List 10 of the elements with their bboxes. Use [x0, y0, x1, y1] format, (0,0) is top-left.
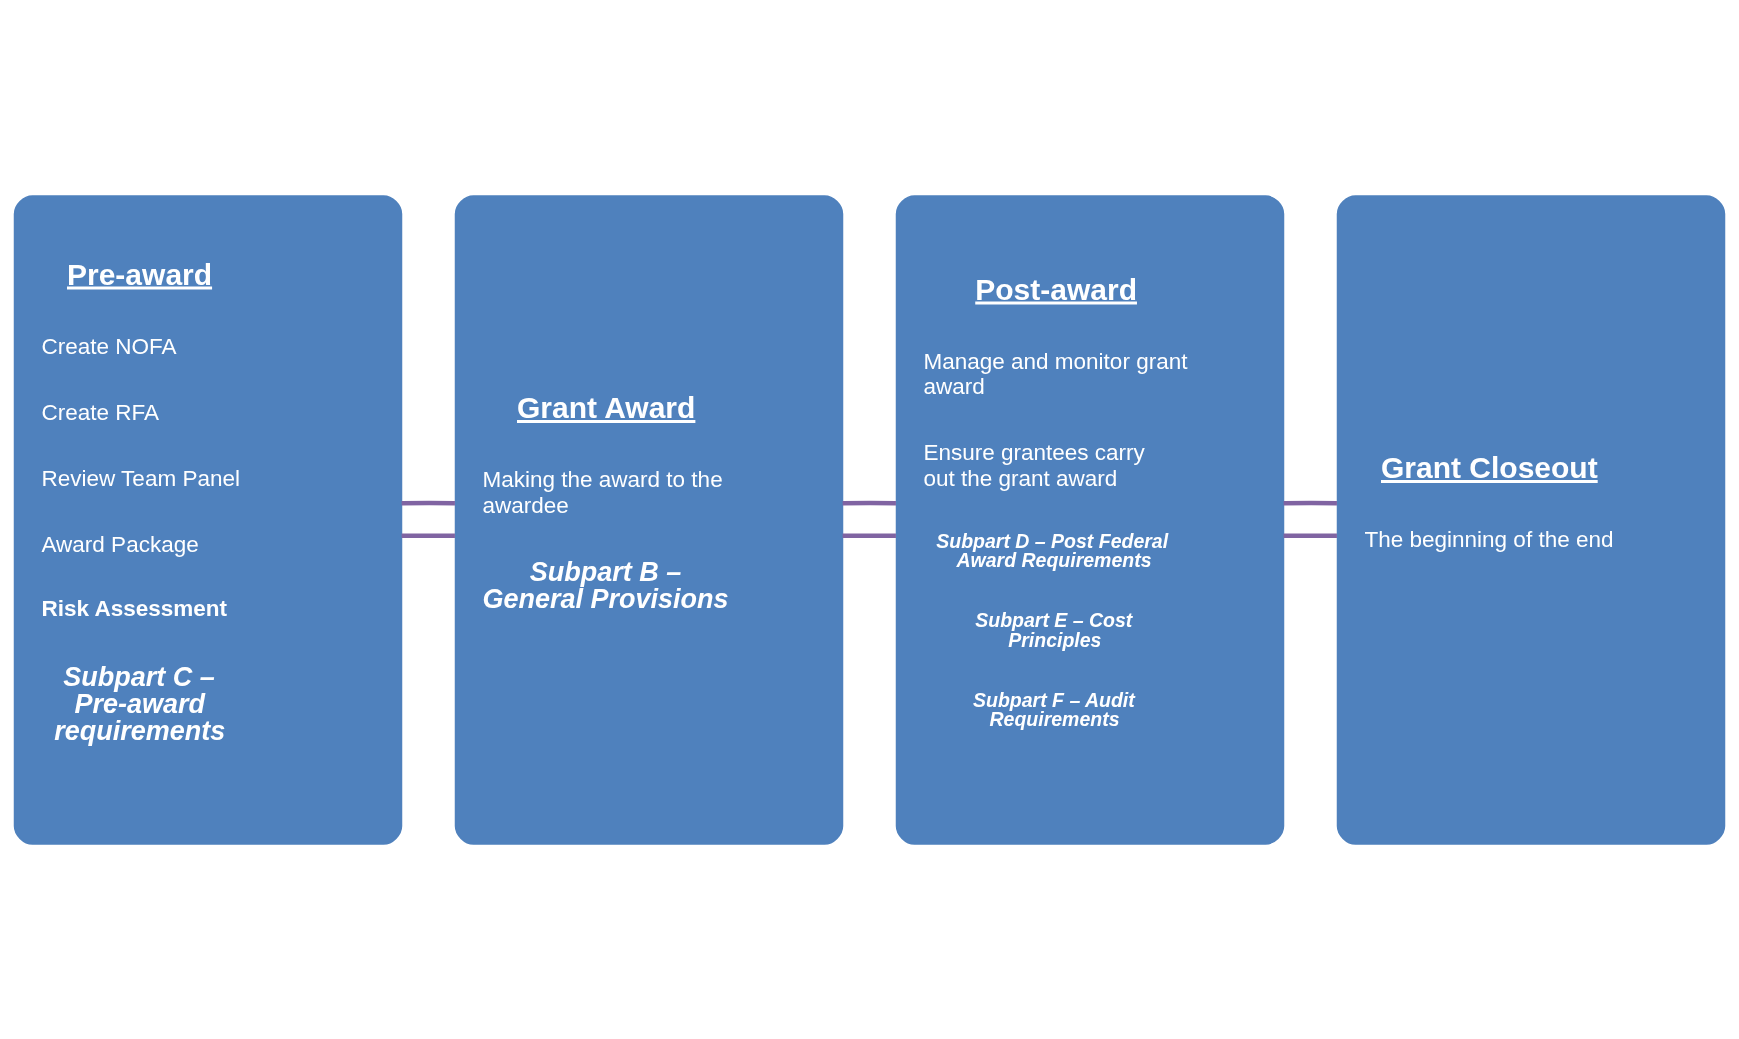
node-box: Grant Award Making the award to the awardee Subpart B – General Provisions	[454, 194, 844, 845]
connector	[842, 532, 896, 538]
connector	[401, 532, 455, 538]
connector	[401, 500, 455, 505]
connector	[1283, 500, 1337, 505]
node-box: Grant Closeout The beginning of the end	[1336, 194, 1726, 845]
node-box: Pre-award Create NOFA Create RFA Review Team Panel Award Package Risk Assessment Subpart C – Pre-award requirements	[13, 194, 403, 845]
connector	[842, 500, 896, 505]
node-box: Post-award Manage and monitor grant award Ensure grantees carry out the grant award Subpart D – Post Federal Award Requirements Subpart E – Cost Principles Subpart F – Audit Requirements	[895, 194, 1285, 845]
connector	[1283, 532, 1337, 538]
